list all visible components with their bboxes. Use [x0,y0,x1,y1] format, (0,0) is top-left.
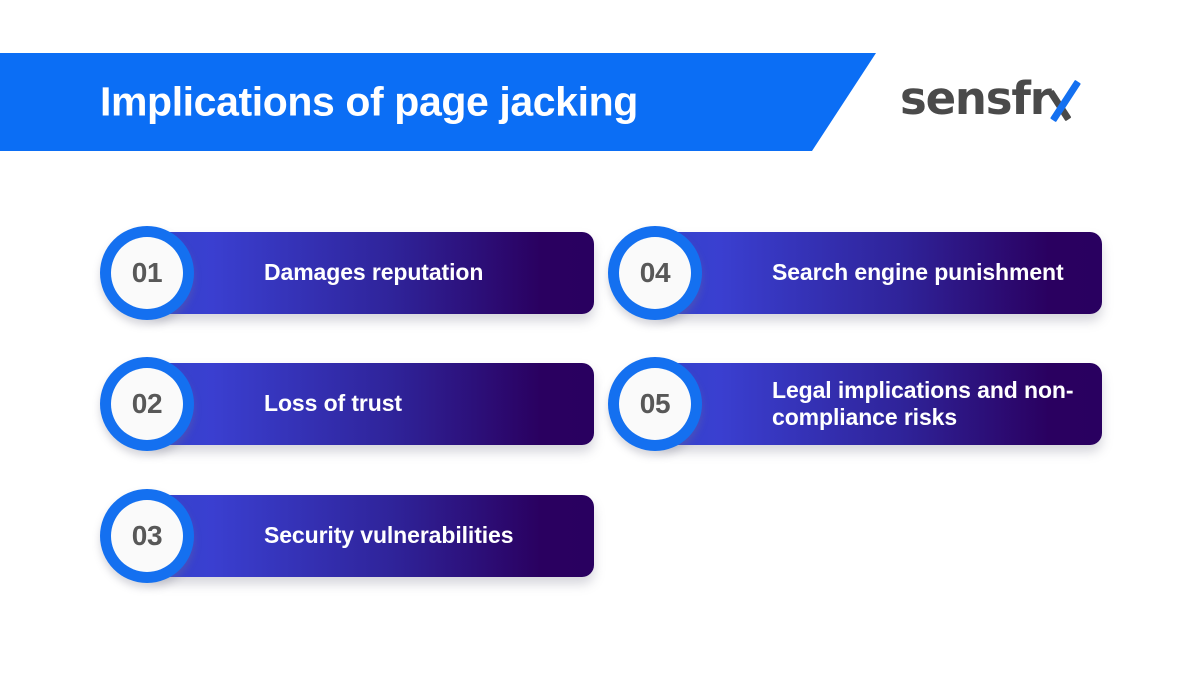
list-item-badge: 05 [608,357,702,451]
list-item-badge-inner: 03 [111,500,183,572]
sensfrx-logo: sensfr [900,72,1084,124]
list-item-badge-inner: 04 [619,237,691,309]
list-item-label: Search engine punishment [772,259,1064,286]
list-item-bar: Loss of trust [150,363,594,445]
list-item-bar: Legal implications and non-compliance ri… [658,363,1102,445]
list-item-badge: 03 [100,489,194,583]
list-item-number: 02 [131,388,163,419]
list-item-badge-inner: 02 [111,368,183,440]
list-item-number: 04 [639,257,671,288]
list-item-label: Loss of trust [264,390,402,417]
list-item[interactable]: Damages reputation 01 [100,226,594,320]
list-item-number: 05 [639,388,671,419]
logo-wordmark: sensfr [900,71,1052,125]
list-item-bar: Damages reputation [150,232,594,314]
list-item-badge-inner: 01 [111,237,183,309]
list-item-badge: 01 [100,226,194,320]
page-title: Implications of page jacking [100,78,638,125]
list-item-label: Damages reputation [264,259,484,286]
list-item-label: Security vulnerabilities [264,522,514,549]
list-item[interactable]: Loss of trust 02 [100,357,594,451]
list-item-label: Legal implications and non-compliance ri… [772,376,1074,430]
list-item-number: 03 [131,520,163,551]
list-item-bar: Search engine punishment [658,232,1102,314]
list-item[interactable]: Legal implications and non-compliance ri… [608,357,1102,451]
list-item[interactable]: Security vulnerabilities 03 [100,489,594,583]
list-item-bar: Security vulnerabilities [150,495,594,577]
header-banner-shape [0,53,876,151]
list-item-badge-inner: 05 [619,368,691,440]
list-item[interactable]: Search engine punishment 04 [608,226,1102,320]
list-item-badge: 02 [100,357,194,451]
list-item-badge: 04 [608,226,702,320]
header-banner-area: Implications of page jacking [0,53,1140,151]
list-item-number: 01 [131,257,163,288]
